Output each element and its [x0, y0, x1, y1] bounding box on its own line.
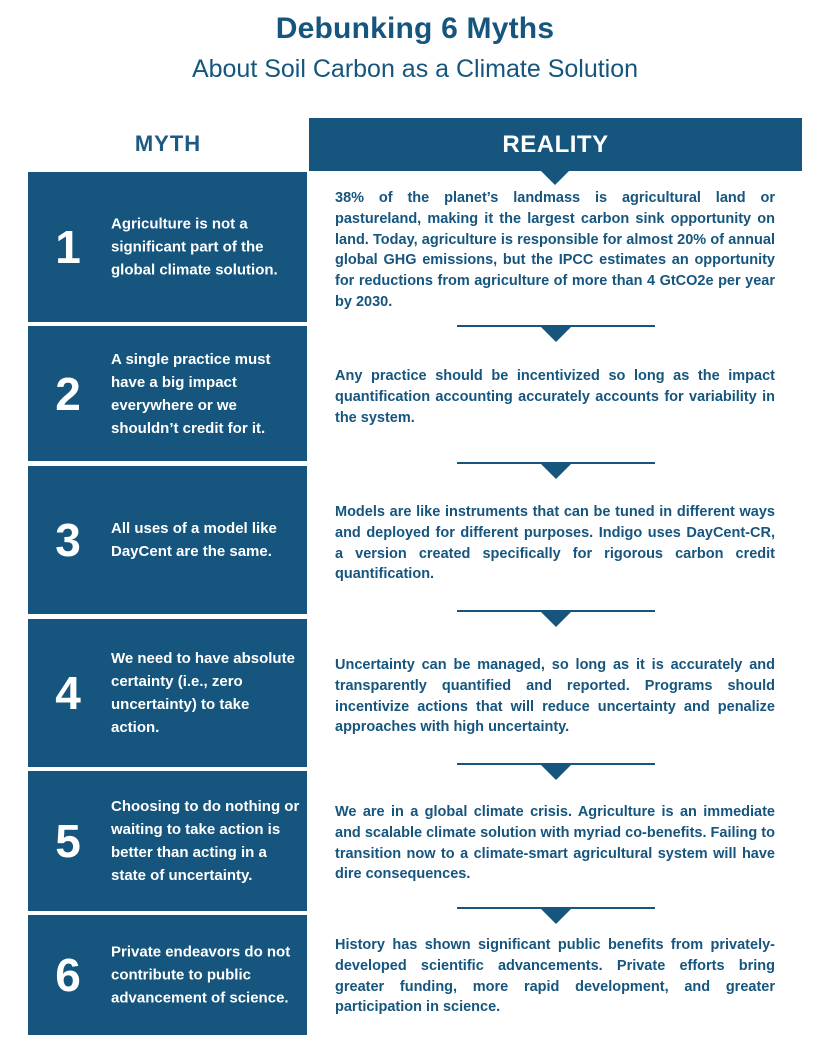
divider-line	[457, 325, 655, 327]
myth-text: A single practice must have a big impact…	[111, 350, 271, 437]
myth-card-5: 5 Choosing to do nothing or waiting to t…	[28, 771, 307, 911]
myth-card-6: 6 Private endeavors do not contribute to…	[28, 915, 307, 1035]
reality-text-2: Any practice should be incentivized so l…	[335, 368, 775, 426]
myth-text: All uses of a model like DayCent are the…	[111, 520, 277, 560]
chevron-down-icon	[541, 765, 571, 780]
myth-number: 4	[55, 667, 81, 719]
chevron-down-icon	[541, 612, 571, 627]
myth-card-2: 2 A single practice must have a big impa…	[28, 326, 307, 461]
myth-text: Agriculture is not a significant part of…	[111, 215, 278, 279]
myth-card-1: 1 Agriculture is not a significant part …	[28, 172, 307, 322]
myth-text: Choosing to do nothing or waiting to tak…	[111, 798, 300, 884]
myth-text: We need to have absolute certainty (i.e.…	[111, 650, 295, 736]
myth-text: Private endeavors do not contribute to p…	[111, 943, 291, 1007]
reality-text-3: Models are like instruments that can be …	[335, 504, 775, 583]
reality-text-5: We are in a global climate crisis. Agric…	[335, 804, 775, 883]
myth-card-4: 4 We need to have absolute certainty (i.…	[28, 619, 307, 767]
divider-line	[457, 907, 655, 909]
chevron-down-icon	[541, 327, 571, 342]
chevron-down-icon	[541, 464, 571, 479]
myth-number: 3	[55, 514, 81, 566]
divider-line	[457, 763, 655, 765]
page-title: Debunking 6 Myths	[275, 12, 555, 45]
reality-text-4: Uncertainty can be managed, so long as i…	[335, 657, 775, 736]
reality-text-6: History has shown significant public ben…	[335, 937, 775, 1016]
myth-number: 1	[55, 221, 81, 273]
myth-number: 5	[55, 815, 81, 867]
page-subtitle: About Soil Carbon as a Climate Solution	[191, 55, 639, 83]
header-arrow-icon	[541, 171, 569, 185]
reality-column-header: REALITY	[309, 118, 802, 171]
divider-line	[457, 462, 655, 464]
reality-text-1: 38% of the planet’s landmass is agricult…	[335, 190, 775, 310]
myth-number: 6	[55, 949, 81, 1001]
myth-column-header: MYTH	[134, 131, 202, 156]
divider-line	[457, 610, 655, 612]
myth-number: 2	[55, 367, 81, 420]
chevron-down-icon	[541, 909, 571, 924]
myth-card-3: 3 All uses of a model like DayCent are t…	[28, 466, 307, 614]
